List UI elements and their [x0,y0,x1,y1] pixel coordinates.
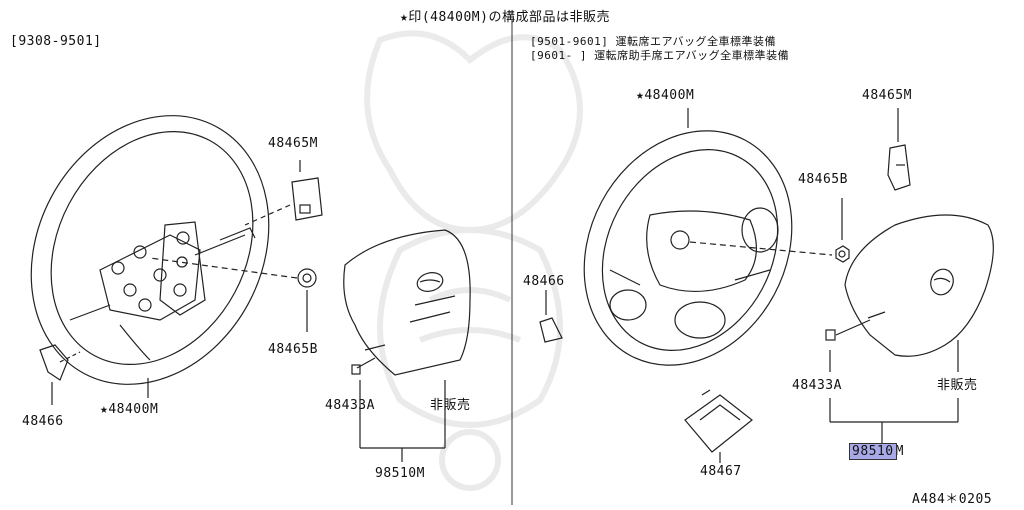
right-cover-part [684,389,753,463]
right-period-2-text: 運転席助手席エアバッグ全車標準装備 [594,49,790,62]
left-period-label: [9308-9501] [10,34,102,49]
left-wheel-label: ★48400M [100,402,159,417]
right-period-1-code: [9501-9601] [530,35,609,48]
right-grommet-label: 48466 [523,274,565,289]
left-nut-label: 48465B [268,342,318,357]
right-nut-label: 48465B [798,172,848,187]
left-switch-label: 48465M [268,136,318,151]
right-steering-wheel [583,130,793,366]
watermark-crest [364,30,583,491]
figure-id: A484＊0205 [912,492,993,507]
right-bolt-label: 48433A [792,378,842,393]
right-assembly-bracket [829,340,959,443]
left-assembly-bracket [359,380,446,462]
right-period-1-label: [9501-9601] 運転席エアバッグ全車標準装備 [530,34,776,49]
right-period-1-text: 運転席エアバッグ全車標準装備 [615,35,777,48]
right-period-2-label: [9601- ] 運転席助手席エアバッグ全車標準装備 [530,48,789,63]
right-grommet-part [539,290,563,343]
left-bolt-label: 48433A [325,398,375,413]
right-cover-label: 48467 [700,464,742,479]
right-airbag-module [825,214,994,357]
left-switch-part [244,160,323,226]
left-grommet-label: 48466 [22,414,64,429]
right-wheel-dash [689,241,833,256]
left-assembly-label: 98510M [375,466,425,481]
left-airbag-module [343,229,471,376]
left-grommet-part [39,344,81,405]
left-not-sold-label: 非販売 [430,398,471,413]
highlighted-part-number[interactable]: 98510 [849,443,897,460]
left-nut-part [149,257,317,332]
left-steering-wheel [30,115,270,385]
right-switch-label: 48465M [862,88,912,103]
right-nut-part [835,198,850,263]
right-switch-part [887,108,911,191]
right-not-sold-label: 非販売 [937,378,978,393]
header-note: ★印(48400M)の構成部品は非販売 [400,10,610,25]
assembly-suffix: M [895,444,904,459]
right-wheel-label: ★48400M [636,88,695,103]
right-period-2-code: [9601- ] [530,49,587,62]
